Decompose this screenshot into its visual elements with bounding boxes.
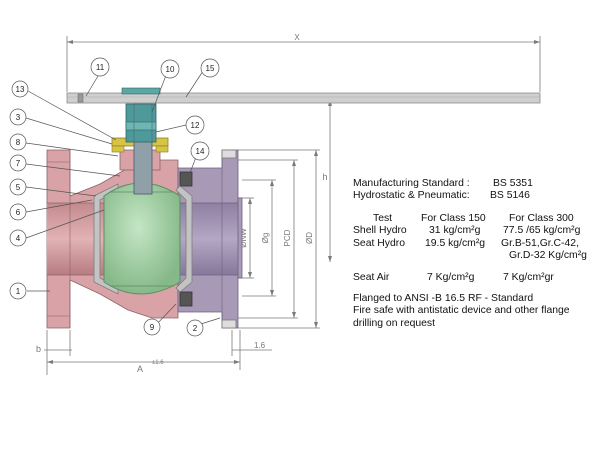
callout-bubbles: 13 3 8 7 5 6 4 1 11 10 15 12 14 2 9	[9, 57, 220, 337]
svg-text:11: 11	[96, 63, 105, 72]
spec-hydrostatic-pneumatic: Hydrostatic & Pneumatic: BS 5146	[353, 190, 598, 202]
handle-lever	[66, 92, 541, 104]
stem-assembly	[111, 87, 169, 195]
col-class150: For Class 150	[421, 212, 486, 224]
spec-manufacturing-standard: Manufacturing Standard : BS 5351	[353, 178, 598, 190]
callout-3: 3	[9, 108, 27, 126]
dim-h-label: h	[322, 172, 327, 182]
dim-od-label: ØD	[305, 232, 314, 244]
callout-5: 5	[9, 178, 27, 196]
svg-text:6: 6	[16, 208, 21, 217]
svg-text:7: 7	[16, 159, 21, 168]
spec-label: Hydrostatic & Pneumatic:	[353, 190, 470, 202]
svg-text:9: 9	[150, 323, 155, 332]
callout-12: 12	[185, 115, 205, 135]
test-class150: 31 kg/cm²g	[429, 225, 481, 237]
svg-text:4: 4	[16, 234, 21, 243]
svg-text:15: 15	[206, 64, 215, 73]
callout-13: 13	[11, 80, 29, 98]
dim-a-label: A	[137, 364, 143, 374]
specifications-panel: Manufacturing Standard : BS 5351 Hydrost…	[353, 178, 598, 330]
col-class300: For Class 300	[509, 212, 574, 224]
test-row-seat-air: Seat Air 7 Kg/cm²g 7 Kg/cm²gr	[353, 272, 598, 284]
svg-text:5: 5	[16, 183, 21, 192]
test-label: Shell Hydro	[353, 225, 407, 237]
dim-a-tolerance: ±1.6	[152, 360, 164, 366]
test-class300: Gr.B-51,Gr.C-42,	[501, 237, 579, 249]
svg-text:13: 13	[16, 85, 25, 94]
svg-text:14: 14	[196, 147, 205, 156]
spec-value: BS 5146	[490, 190, 530, 202]
dim-x-label: X	[294, 33, 300, 42]
svg-text:12: 12	[191, 121, 200, 130]
test-label: Seat Hydro	[353, 237, 405, 249]
callout-7: 7	[9, 154, 27, 172]
test-class150: 19.5 kg/cm²g	[425, 237, 486, 249]
col-test: Test	[373, 212, 393, 224]
test-row-seat-hydro-cont: Gr.D-32 Kg/cm²g	[353, 250, 598, 262]
spec-value: BS 5351	[493, 178, 533, 189]
test-class300: 7 Kg/cm²gr	[503, 272, 554, 284]
test-label: Seat Air	[353, 272, 390, 284]
note-fire-safe: Fire safe with antistatic device and oth…	[353, 305, 570, 317]
svg-text:10: 10	[166, 65, 175, 74]
note-fire-safe-cont: drilling on request	[353, 317, 436, 329]
callout-10: 10	[160, 59, 180, 79]
test-row-seat-hydro: Seat Hydro 19.5 kg/cm²g Gr.B-51,Gr.C-42,	[353, 238, 598, 250]
svg-text:3: 3	[16, 113, 21, 122]
callout-14: 14	[190, 141, 210, 161]
callout-15: 15	[200, 58, 220, 78]
dim-rf-label: 1.6	[254, 341, 266, 350]
test-class150: 7 Kg/cm²g	[427, 272, 475, 284]
callout-4: 4	[9, 229, 27, 247]
test-row-shell-hydro: Shell Hydro 31 kg/cm²g 77.5 /65 kg/cm²g	[353, 225, 598, 237]
svg-text:1: 1	[16, 287, 21, 296]
callout-11: 11	[90, 57, 110, 77]
callout-8: 8	[9, 133, 27, 151]
svg-text:8: 8	[16, 138, 21, 147]
test-table-header: Test For Class 150 For Class 300	[353, 213, 598, 225]
spec-label: Manufacturing Standard :	[353, 178, 470, 189]
dim-g-label: Øg	[261, 233, 270, 244]
callout-9: 9	[143, 318, 161, 336]
callout-1: 1	[9, 282, 27, 300]
test-class300: 77.5 /65 kg/cm²g	[503, 225, 581, 237]
svg-text:2: 2	[193, 324, 198, 333]
ball	[103, 182, 181, 295]
dim-b-label: b	[36, 344, 41, 354]
callout-6: 6	[9, 203, 27, 221]
dim-pcd-label: PCD	[283, 229, 292, 246]
test-class300: Gr.D-32 Kg/cm²g	[509, 249, 587, 261]
callout-2: 2	[186, 319, 204, 337]
note-flanged: Flanged to ANSI -B 16.5 RF - Standard	[353, 292, 534, 304]
dim-nw-label: ØNW	[239, 228, 248, 248]
